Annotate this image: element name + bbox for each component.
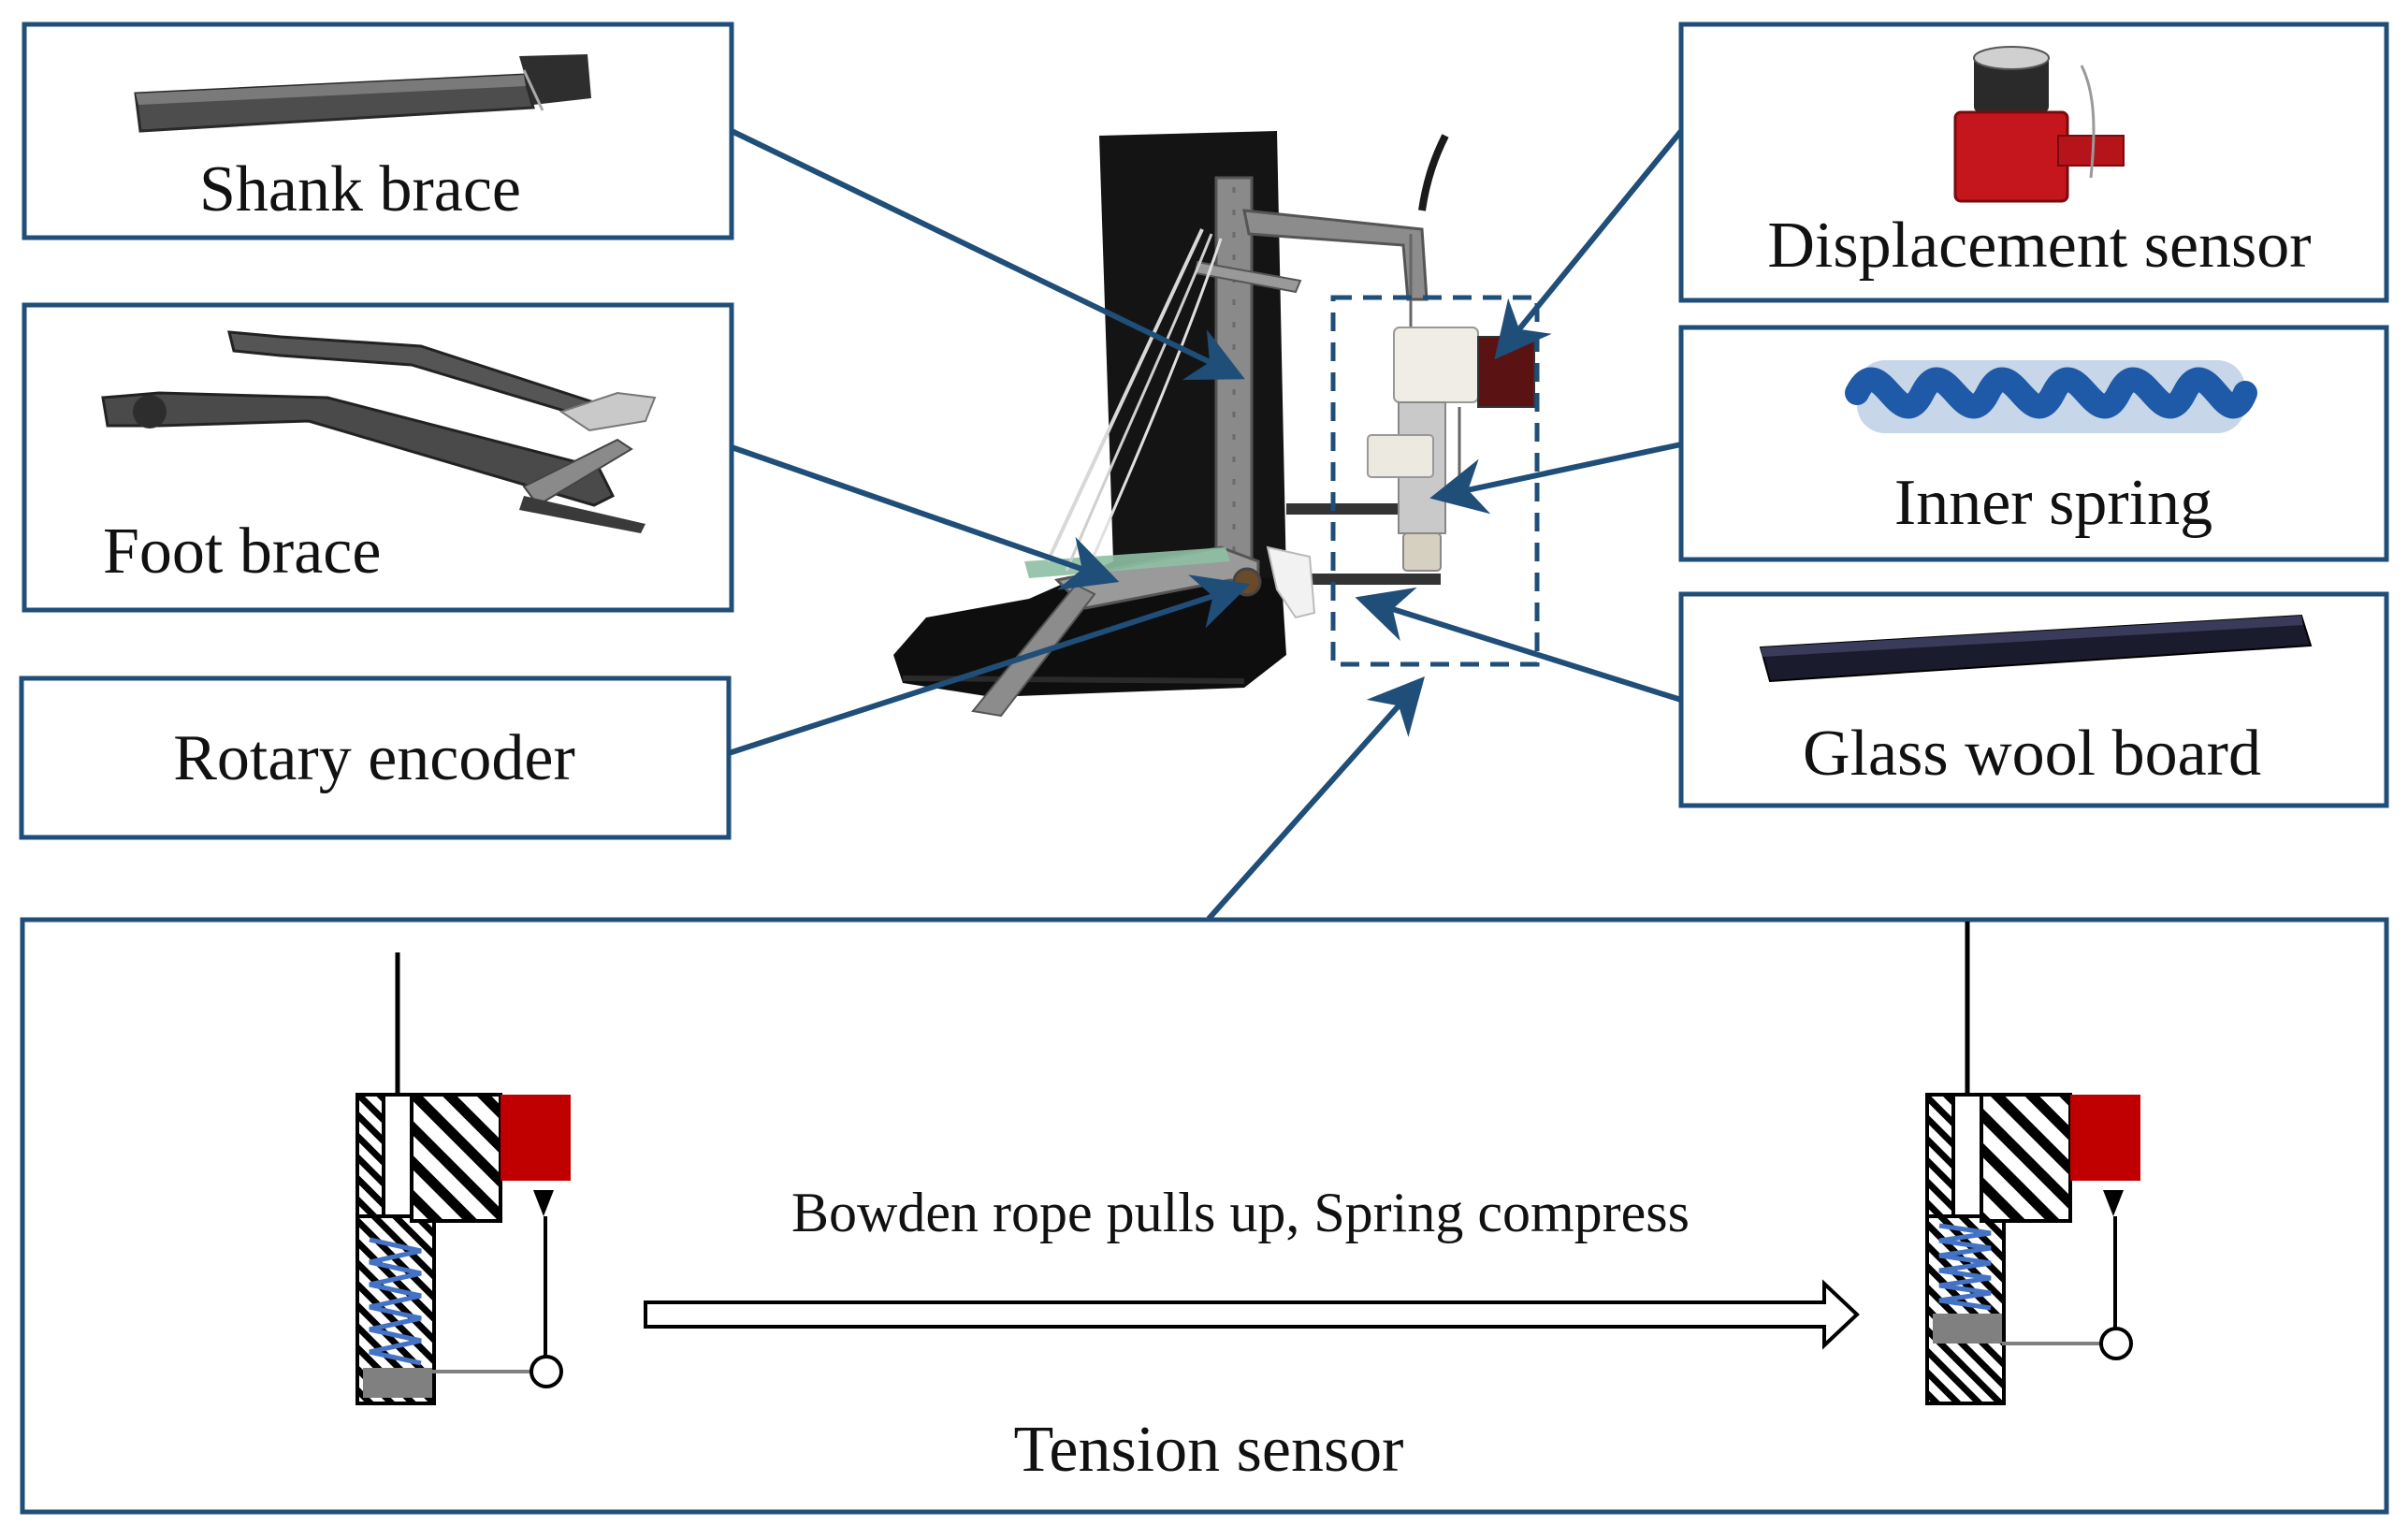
tension-sensor-label: Tension sensor <box>1014 1414 1404 1486</box>
bowden-caption: Bowden rope pulls up, Spring compress <box>791 1182 1690 1243</box>
inner-spring-label: Inner spring <box>1894 467 2212 539</box>
schematic-right-state <box>1925 922 2140 1405</box>
rotary-encoder-box: Rotary encoder <box>19 676 732 840</box>
tension-sensor-schematic: Bowden rope pulls up, Spring compress Te… <box>20 917 2389 1515</box>
inner-spring-leader <box>1429 442 1682 515</box>
glass-wool-board-box: Glass wool board <box>1678 591 2389 808</box>
foot-brace-leader <box>731 444 1120 590</box>
displacement-sensor-leader <box>1494 129 1684 360</box>
rotary-encoder-leader <box>728 574 1251 756</box>
foot-brace-box: Foot brace <box>22 302 734 613</box>
process-arrow <box>644 1279 1860 1350</box>
displacement-sensor-box: Displacement sensor <box>1678 22 2389 303</box>
glass-wool-board-label: Glass wool board <box>1803 718 2261 790</box>
glass-wool-board-photo <box>1759 614 2313 683</box>
leader-lines <box>728 128 1684 921</box>
displacement-sensor-label: Displacement sensor <box>1767 210 2311 282</box>
inner-spring-photo <box>1845 360 2257 433</box>
shank-brace-photo <box>134 54 591 133</box>
rotary-encoder-label: Rotary encoder <box>173 722 575 794</box>
foot-brace-label: Foot brace <box>103 516 381 588</box>
schematic-left-state <box>355 952 571 1405</box>
glass-wool-board-leader <box>1355 587 1682 703</box>
foot-brace-photo <box>101 330 657 533</box>
shank-brace-leader <box>730 128 1245 381</box>
boot-exoskeleton-photo <box>893 131 1535 718</box>
tension-sensor-leader <box>1206 676 1425 921</box>
shank-brace-box: Shank brace <box>22 22 734 240</box>
displacement-sensor-photo <box>1953 46 2125 203</box>
inner-spring-box: Inner spring <box>1678 325 2389 562</box>
shank-brace-label: Shank brace <box>199 153 521 225</box>
tension-sensor-highlight <box>1330 295 1540 667</box>
